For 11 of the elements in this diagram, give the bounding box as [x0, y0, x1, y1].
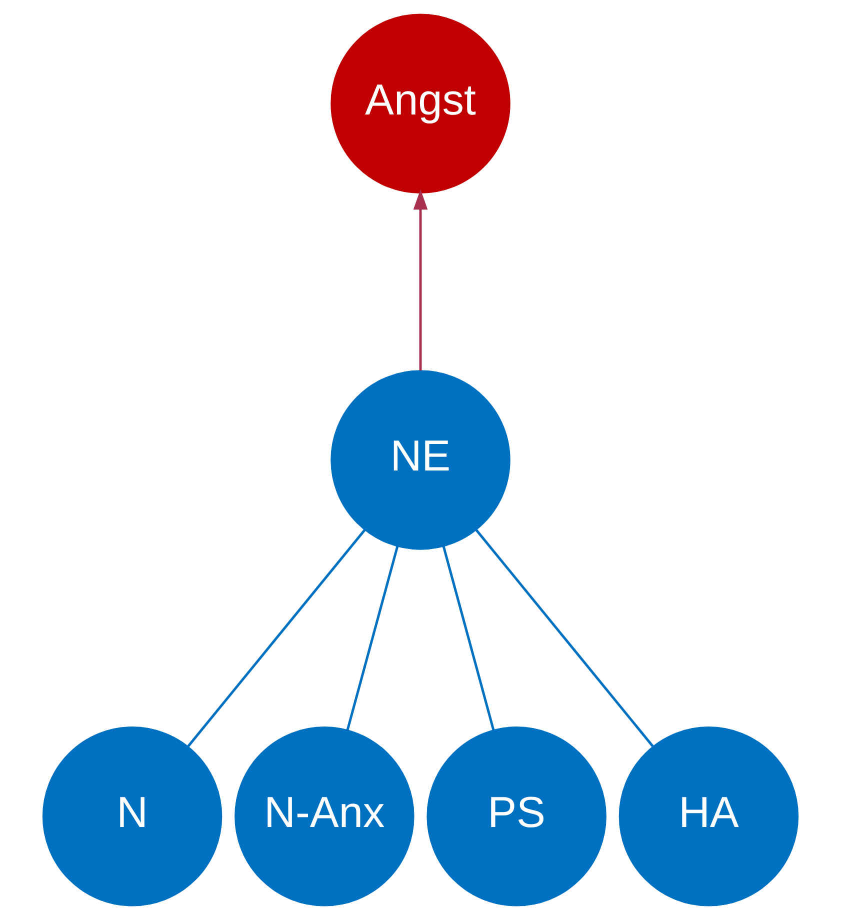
- connector: [346, 546, 399, 731]
- node-circle: NE: [330, 370, 510, 550]
- arrow: [413, 189, 428, 370]
- node-circle: HA: [618, 726, 799, 906]
- connector: [475, 528, 654, 748]
- connector: [442, 546, 495, 731]
- node-circle: PS: [426, 726, 606, 906]
- node-circle: Angst: [330, 14, 510, 194]
- connector: [187, 528, 366, 748]
- node-circle: N: [42, 726, 222, 906]
- node-circle: N-Anx: [234, 726, 414, 906]
